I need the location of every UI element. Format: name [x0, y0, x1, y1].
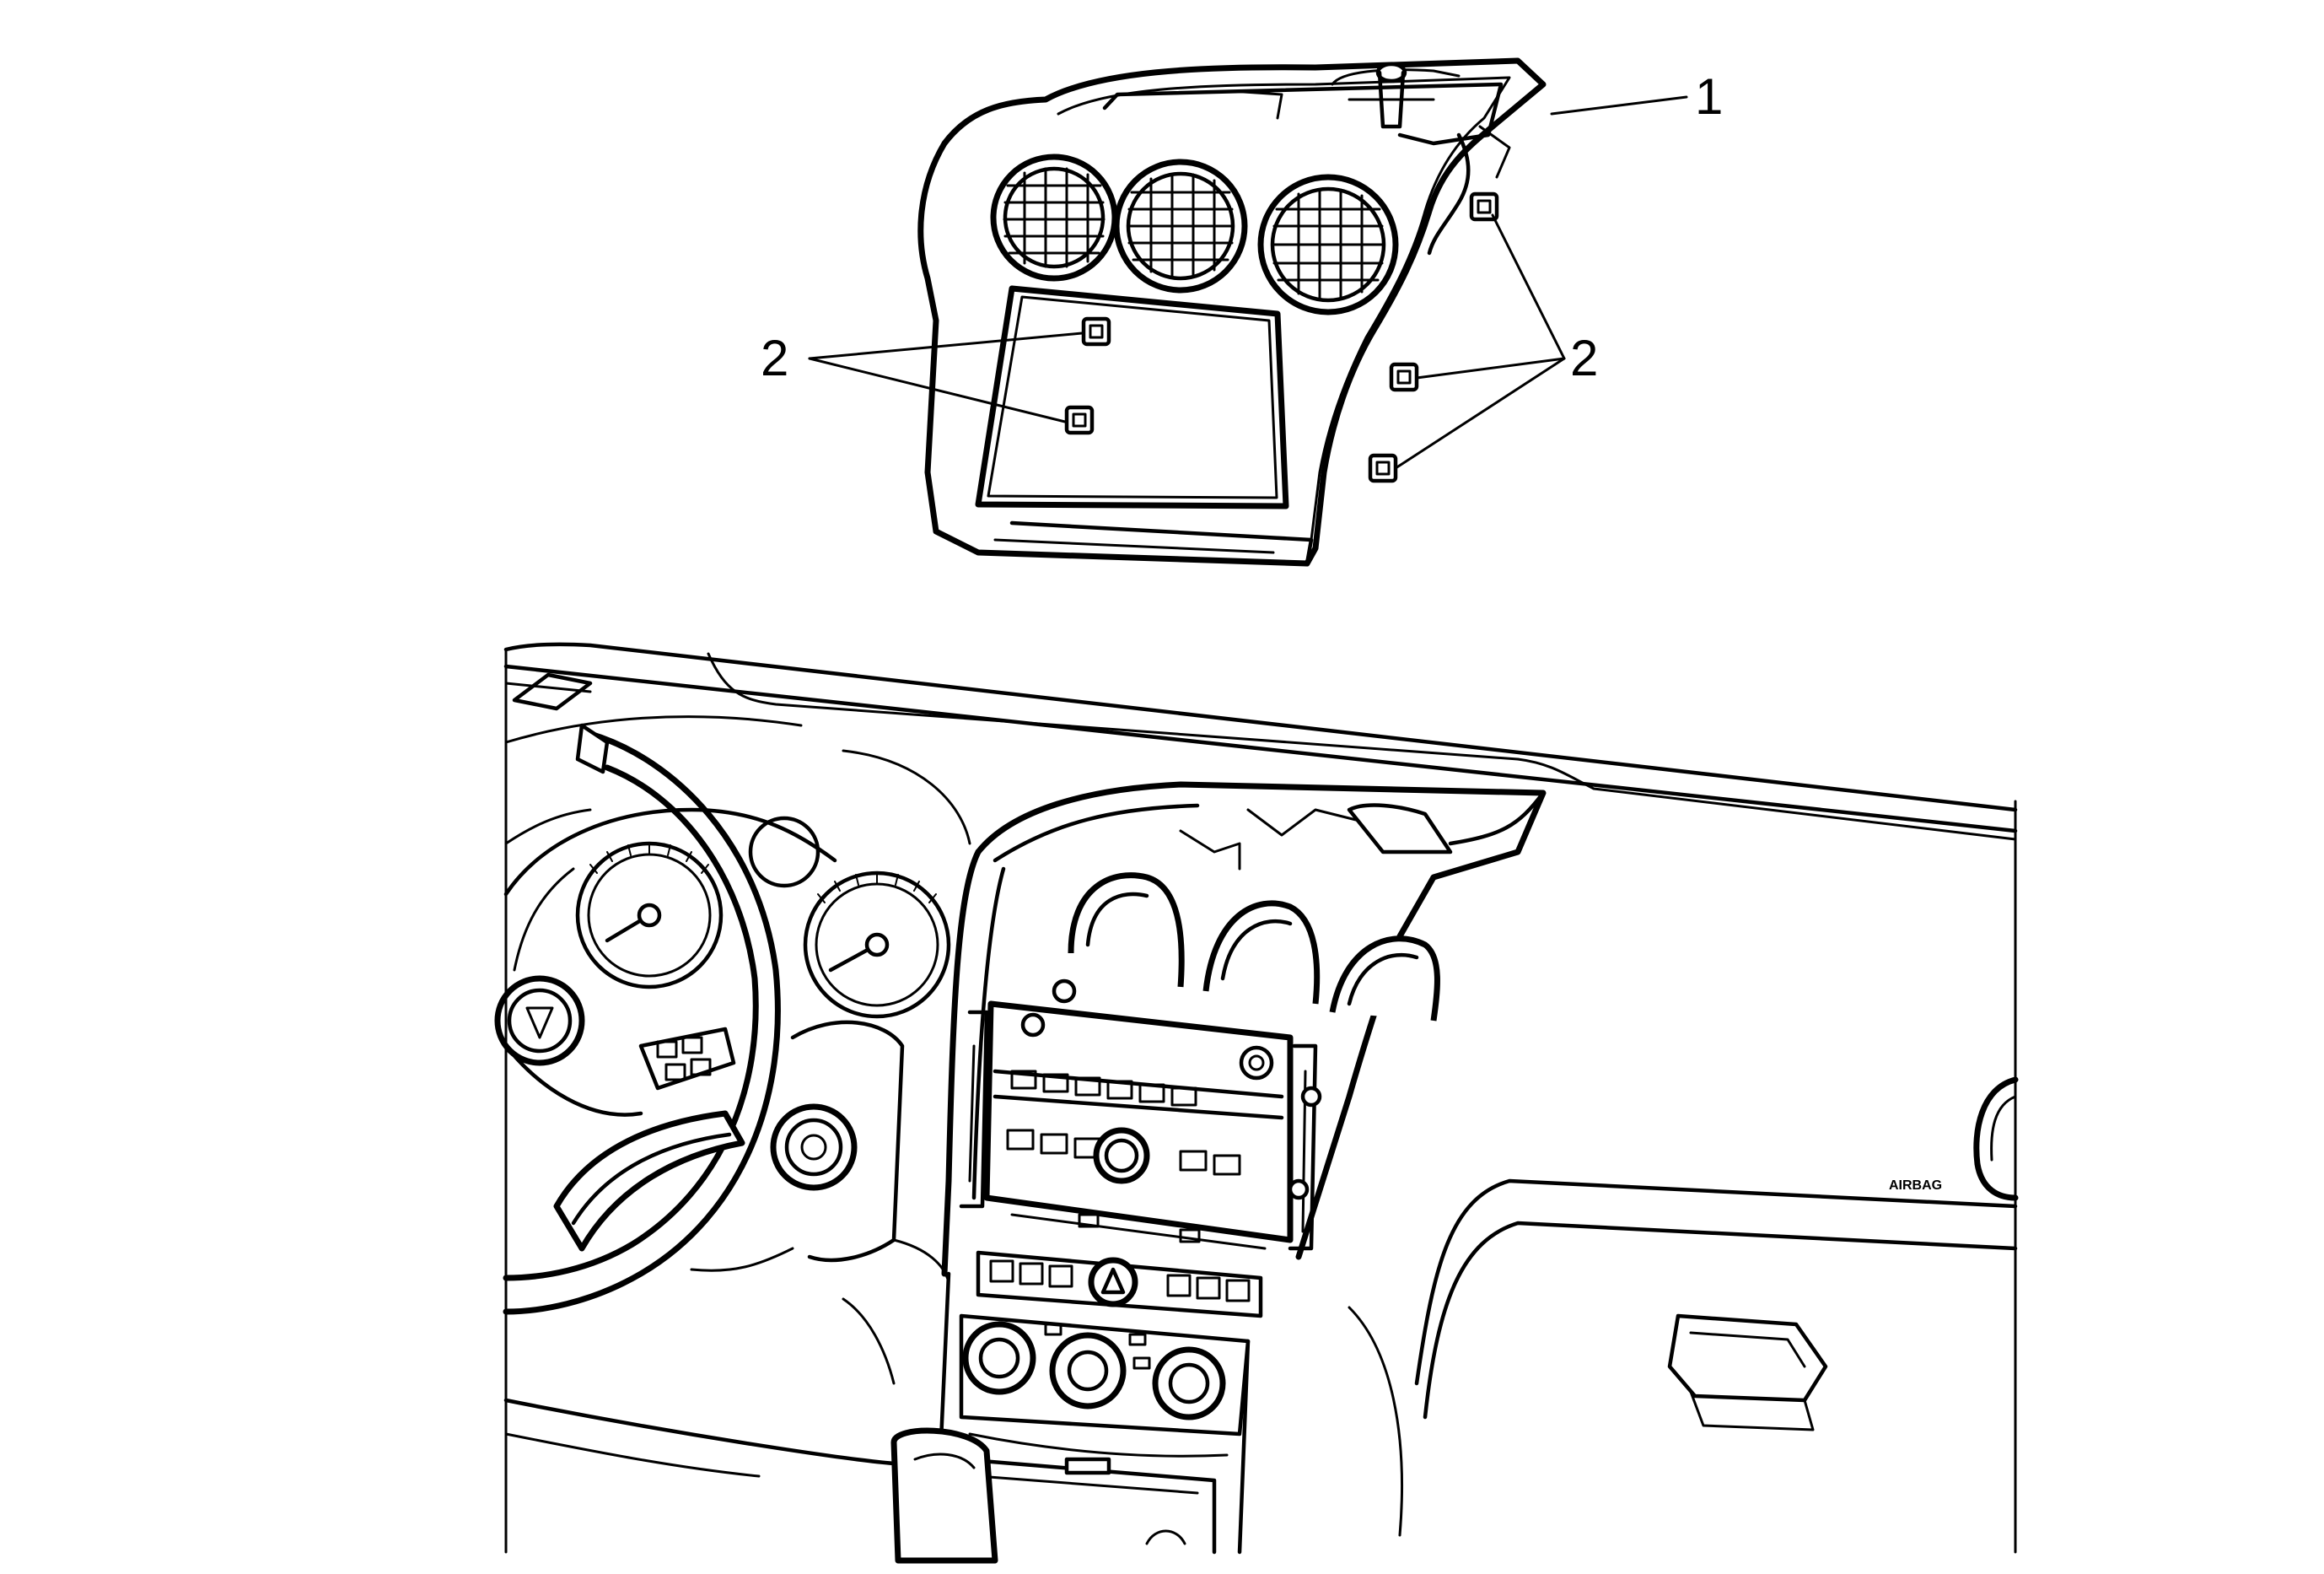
retaining-clip-icon: [1368, 453, 1398, 483]
air-vent-left-icon: [990, 154, 1118, 282]
hazard-icon: [1100, 1267, 1126, 1295]
retaining-clip-icon: [1081, 316, 1111, 347]
radio-head-unit: [983, 1000, 1294, 1250]
switch-panel: [976, 1250, 1263, 1318]
steering-wheel: [494, 723, 781, 1315]
air-vent-center-icon: [1113, 159, 1248, 294]
retaining-clip-icon: [1064, 405, 1095, 435]
callout-bezel: 1: [1695, 68, 1723, 125]
retaining-clip-icon: [1389, 362, 1419, 392]
gauge-cluster: [503, 807, 951, 1019]
duct-openings: [1068, 872, 1440, 1021]
air-vent-right-icon: [1257, 174, 1399, 315]
leader-lines: [808, 95, 1688, 470]
hvac-controls: [959, 1313, 1251, 1437]
callout-clips-right: 2: [1570, 330, 1598, 386]
retaining-clip-icon: [1469, 191, 1499, 222]
retaining-clip-group: [1064, 191, 1499, 483]
dashboard-view: AIRBAG: [494, 642, 2019, 1564]
center-bezel-part: [917, 57, 1547, 567]
airbag-marking: AIRBAG: [1889, 1178, 1942, 1193]
callout-clips-left: 2: [761, 330, 788, 386]
